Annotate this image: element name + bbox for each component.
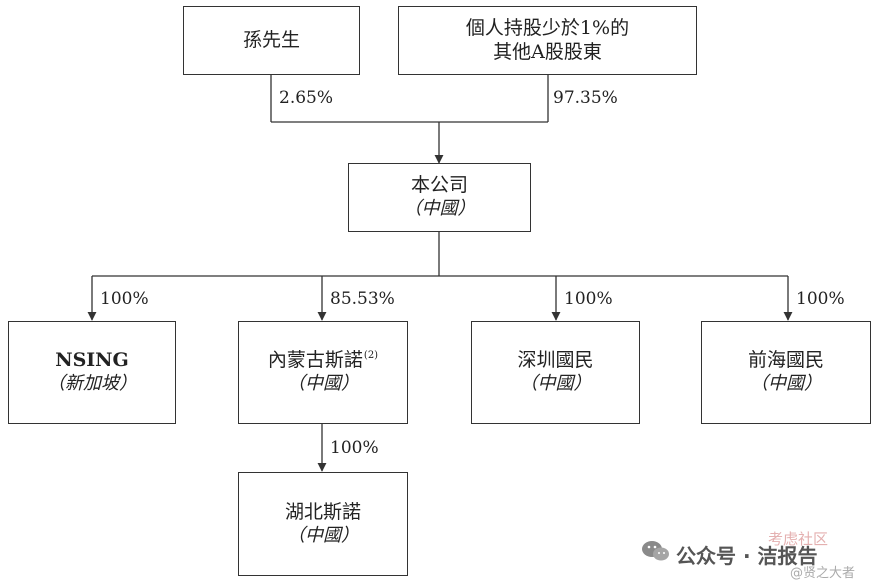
- subsidiary-name-wrap: 內蒙古斯諾(2): [268, 349, 378, 373]
- subsidiary-name: 前海國民: [747, 349, 824, 372]
- subsidiary-name: NSING: [55, 349, 129, 372]
- grandchild-name: 湖北斯諾: [284, 500, 361, 523]
- percent-label-sun: 2.65%: [279, 88, 334, 108]
- shareholder-name-line1: 個人持股少於1%的: [465, 16, 630, 39]
- company-name: 本公司: [410, 174, 468, 197]
- watermark-community: 考虑社区: [768, 530, 829, 548]
- subsidiary-location: （新加坡）: [47, 373, 137, 395]
- percent-label-qianhai: 100%: [796, 289, 845, 309]
- percent-label-nsing: 100%: [100, 289, 149, 309]
- company-box: 本公司 （中國）: [348, 163, 531, 232]
- shareholder-name-line2: 其他A股股東: [493, 40, 602, 63]
- subsidiary-box-shenzhen: 深圳國民 （中國）: [471, 321, 640, 424]
- grandchild-location: （中國）: [287, 524, 359, 546]
- percent-label-public: 97.35%: [553, 88, 618, 108]
- shareholder-box-sun: 孫先生: [183, 6, 360, 75]
- company-location: （中國）: [403, 198, 476, 220]
- watermark-author: @贤之大者: [790, 566, 856, 581]
- percent-label-hubei: 100%: [330, 438, 379, 458]
- subsidiary-name: 深圳國民: [517, 349, 594, 372]
- subsidiary-location: （中國）: [750, 373, 822, 395]
- subsidiary-box-qianhai: 前海國民 （中國）: [701, 321, 871, 424]
- subsidiary-box-inner-mongolia: 內蒙古斯諾(2) （中國）: [238, 321, 408, 424]
- percent-label-shenzhen: 100%: [564, 289, 613, 309]
- subsidiary-box-nsing: NSING （新加坡）: [8, 321, 176, 424]
- wechat-icon: [642, 541, 669, 561]
- grandchild-box-hubei: 湖北斯諾 （中國）: [238, 472, 408, 576]
- shareholder-box-public: 個人持股少於1%的 其他A股股東: [398, 6, 697, 75]
- percent-label-inner-mongolia: 85.53%: [330, 289, 395, 309]
- subsidiary-name: 內蒙古斯諾: [267, 349, 363, 372]
- subsidiary-location: （中國）: [519, 373, 592, 395]
- footnote-marker: (2): [363, 350, 379, 362]
- watermark-account: 公众号 · 洁报告: [676, 544, 818, 568]
- subsidiary-location: （中國）: [287, 373, 359, 395]
- shareholder-name: 孫先生: [242, 28, 300, 51]
